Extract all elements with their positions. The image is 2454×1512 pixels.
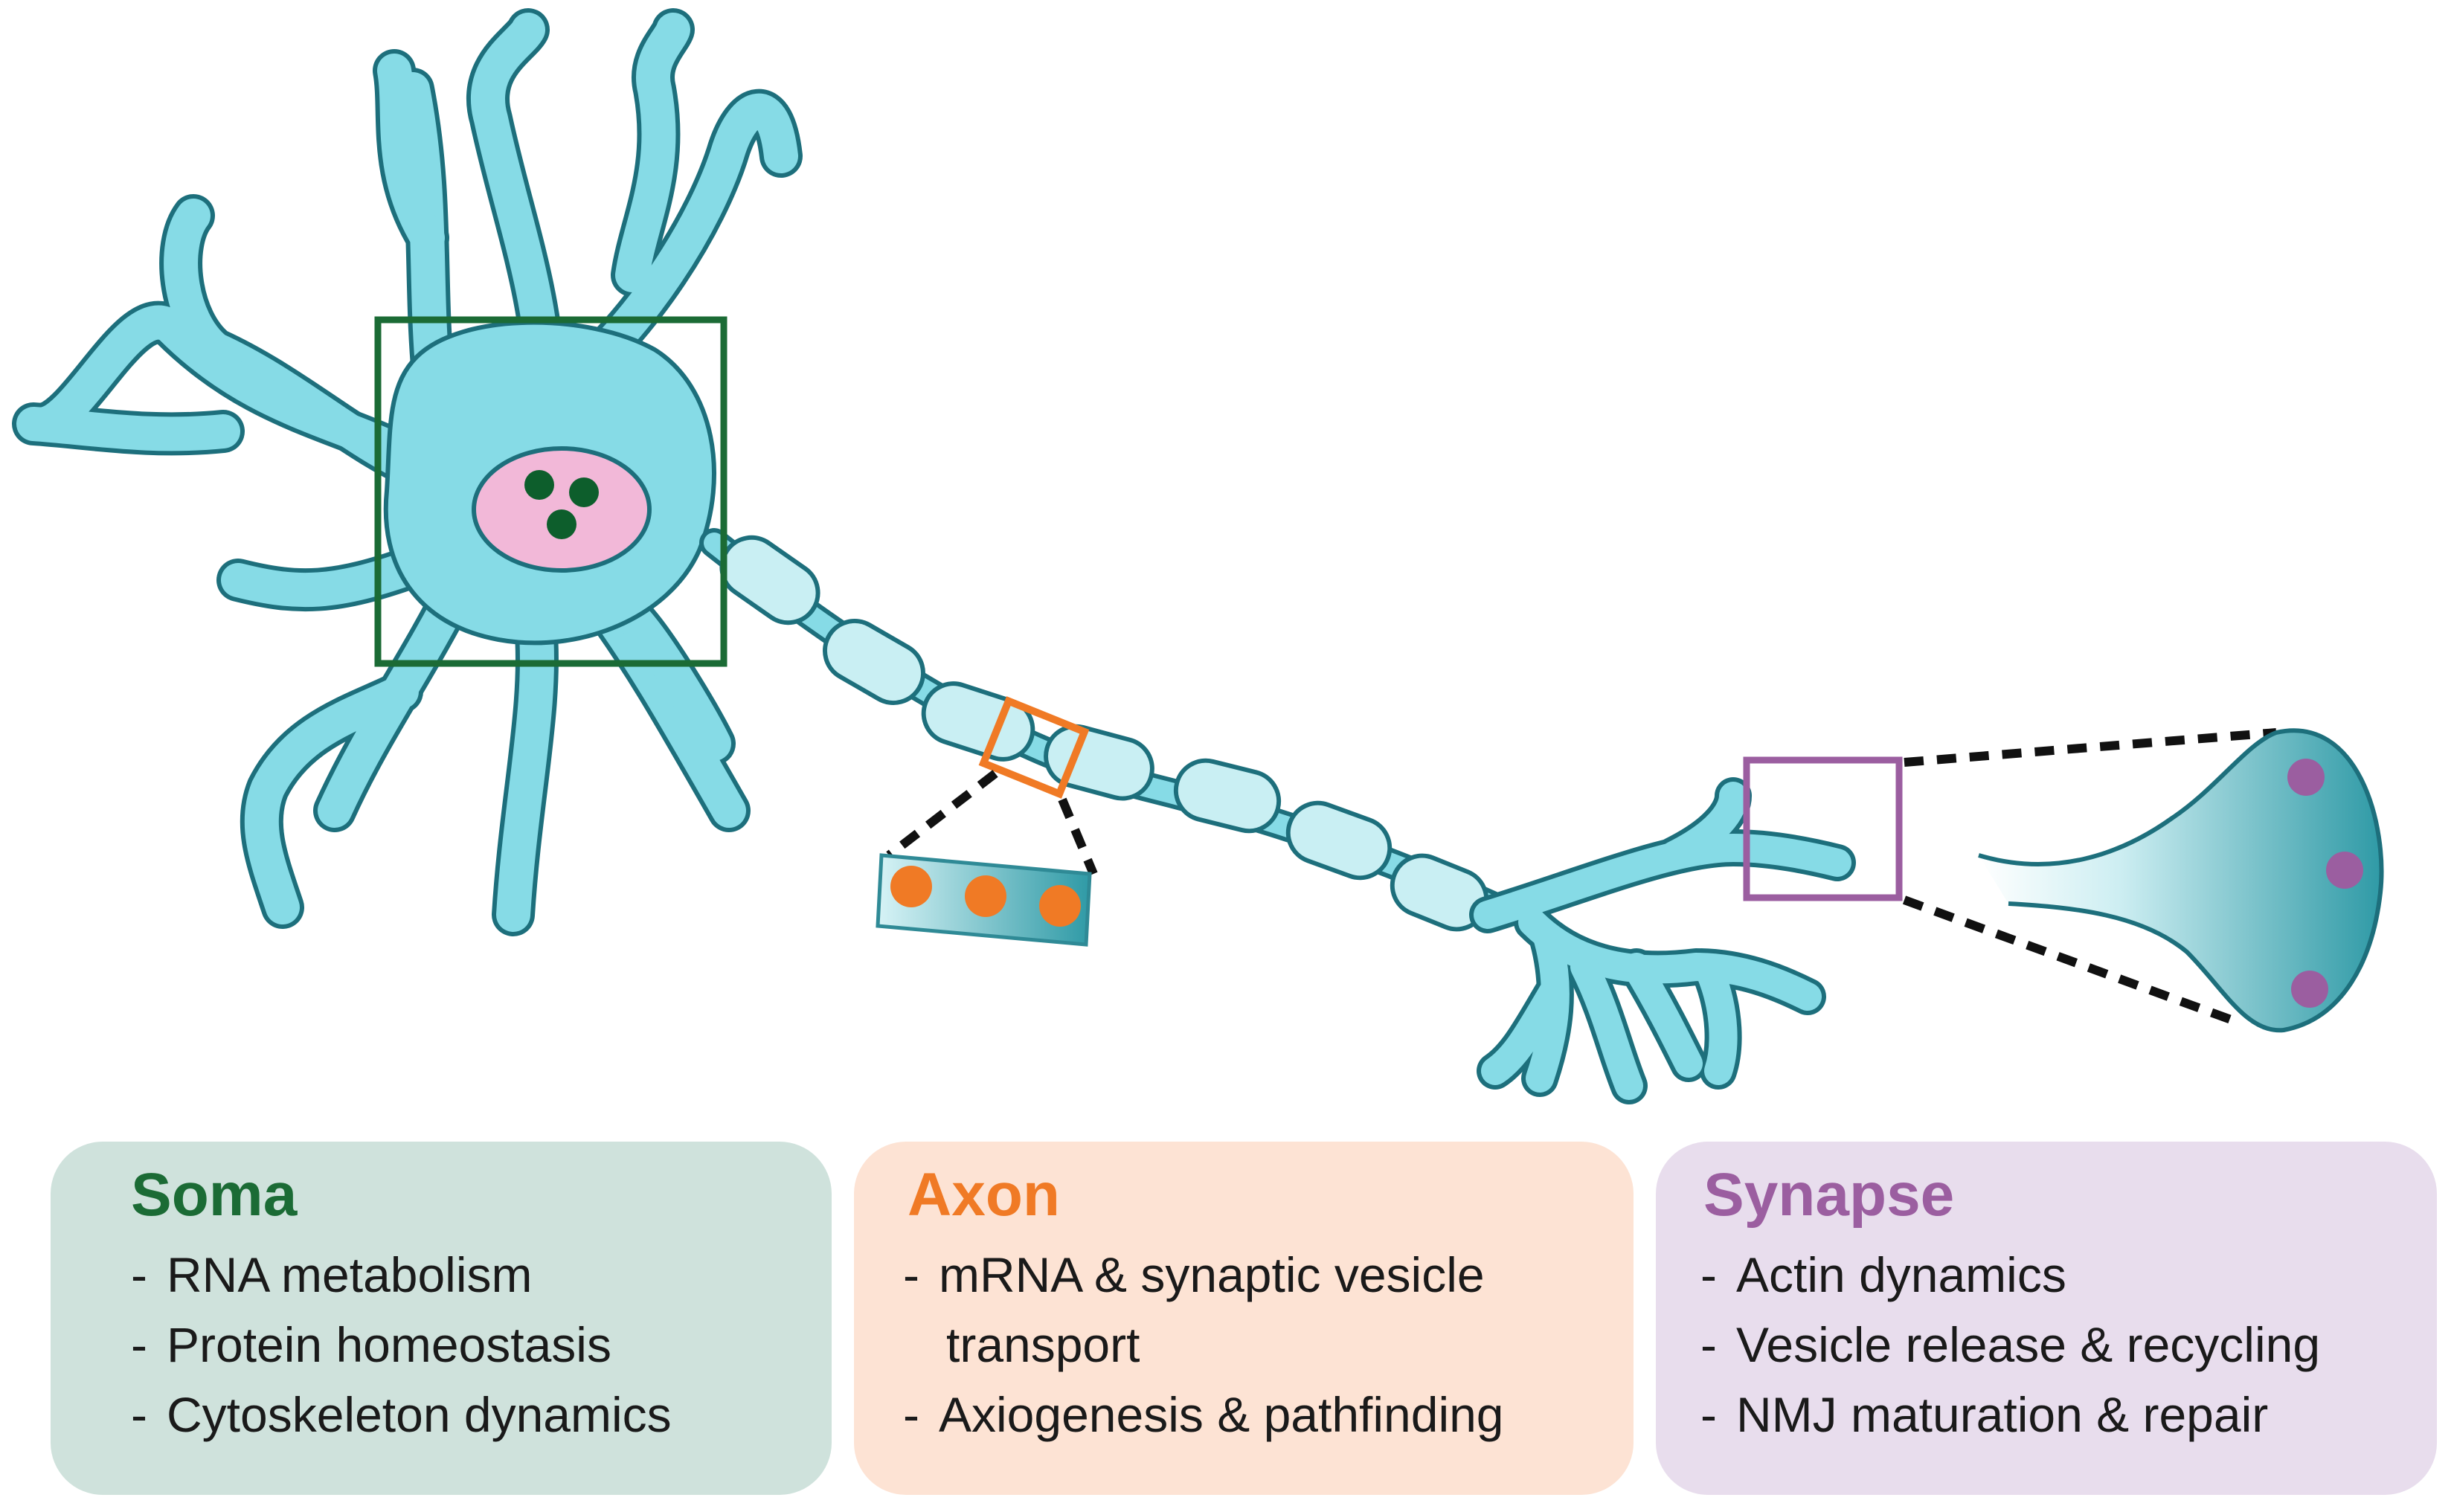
axon-panel: Axon -mRNA & synaptic vesicle transport … [854, 1142, 1634, 1495]
synaptic-vesicle [2326, 852, 2363, 889]
synapse-list: -Actin dynamics -Vesicle release & recyc… [1656, 1240, 2437, 1450]
axon-list: -mRNA & synaptic vesicle transport -Axio… [854, 1240, 1634, 1450]
list-item: -NMJ maturation & repair [1700, 1387, 2269, 1442]
nucleolus [547, 509, 576, 539]
nucleolus [569, 477, 599, 507]
nucleolus [524, 470, 554, 500]
list-item: -Actin dynamics [1700, 1247, 2066, 1302]
list-item: -RNA metabolism [131, 1247, 533, 1302]
synapse-title: Synapse [1703, 1161, 1955, 1229]
axon-transport-inset [876, 853, 1092, 947]
list-item: -mRNA & synaptic vesicle [903, 1247, 1485, 1302]
myelin-sheath [719, 535, 1489, 932]
list-item: -Axiogenesis & pathfinding [903, 1387, 1504, 1442]
soma-title: Soma [131, 1161, 298, 1229]
list-item: -Protein homeostasis [131, 1317, 611, 1372]
transport-vesicle [890, 866, 932, 907]
synaptic-vesicle [2291, 971, 2328, 1008]
synaptic-bouton [1978, 728, 2384, 1033]
synapse-panel: Synapse -Actin dynamics -Vesicle release… [1656, 1142, 2437, 1495]
soma-list: -RNA metabolism -Protein homeostasis -Cy… [51, 1240, 832, 1450]
neuron-illustration [12, 8, 2384, 1104]
list-item: -Cytoskeleton dynamics [131, 1387, 672, 1442]
soma-panel: Soma -RNA metabolism -Protein homeostasi… [51, 1142, 832, 1495]
synapse-zoom-lines [1902, 728, 2277, 1027]
axon-highlight-box [978, 696, 1090, 799]
synapse-highlight-box [1743, 756, 1903, 901]
soma-highlight-box [374, 316, 727, 667]
transport-vesicle [965, 875, 1006, 917]
transport-vesicle [1039, 885, 1081, 927]
axon-zoom-lines [886, 770, 1098, 876]
list-item-continuation: transport [946, 1317, 1140, 1372]
synaptic-vesicle [2287, 759, 2325, 796]
axon-terminal [1469, 777, 1856, 1104]
list-item: -Vesicle release & recycling [1700, 1317, 2321, 1372]
dendrites [12, 8, 803, 936]
axon-title: Axon [908, 1161, 1060, 1229]
